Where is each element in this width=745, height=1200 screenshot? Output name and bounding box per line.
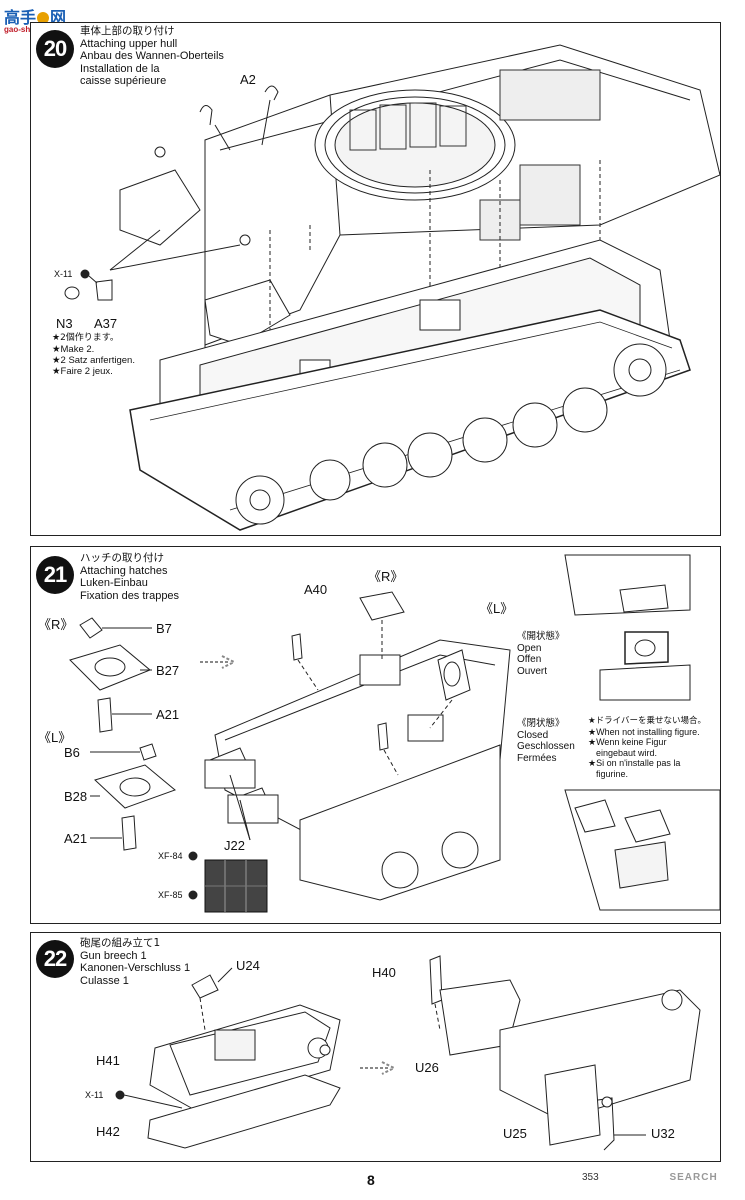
label-a2: A2 [240, 72, 256, 87]
open-fr: Ouvert [517, 665, 548, 677]
note-line-jp: ★2個作ります。 [52, 333, 119, 343]
step-21-title: ハッチの取り付け Attaching hatches Luken-Einbau … [80, 552, 179, 602]
label-h40: H40 [372, 965, 396, 980]
closed-note-de2: eingebaut wird. [596, 747, 658, 758]
closed-note-fr1: ★Si on n'installe pas la [588, 758, 681, 768]
label-l-mid: 《L》 [480, 601, 514, 616]
closed-state-note: ★ドライバーを乗せない場合。 ★When not installing figu… [588, 716, 706, 779]
logo-ball-icon [37, 12, 50, 24]
step-22-title-en: Gun breech 1 [80, 949, 147, 962]
note-line-de: ★2 Satz anfertigen. [52, 355, 135, 366]
step-20-title: 車体上部の取り付け Attaching upper hull Anbau des… [80, 25, 224, 88]
step-22-title: 砲尾の組み立て1 Gun breech 1 Kanonen-Verschluss… [80, 937, 190, 987]
footer-code: 353 SEARCH [582, 1172, 718, 1183]
open-state-legend: 《開状態》 Open Offen Ouvert [517, 631, 565, 677]
label-b27: B27 [156, 663, 180, 678]
step-20-title-de: Anbau des Wannen-Oberteils [80, 50, 224, 62]
label-h41: H41 [96, 1053, 120, 1068]
step-20-number: 20 [36, 30, 74, 68]
label-u26: U26 [415, 1060, 439, 1075]
label-x11-step22: X-11 [85, 1090, 104, 1100]
step-20-title-jp: 車体上部の取り付け [80, 25, 175, 37]
closed-de: Geschlossen [517, 741, 575, 752]
closed-state-legend: 《閉状態》 Closed Geschlossen Fermées [517, 718, 575, 764]
closed-fr: Fermées [517, 752, 557, 764]
page-number: 8 [367, 1172, 375, 1188]
step-21-title-jp: ハッチの取り付け [80, 552, 164, 564]
label-x11-step20: X-11 [54, 269, 73, 279]
step-20-title-fr1: Installation de la [80, 62, 160, 75]
note-line-fr: ★Faire 2 jeux. [52, 366, 113, 377]
open-jp: 《開状態》 [517, 631, 565, 642]
logo-chars: 高手 [4, 8, 37, 27]
step-21-title-de: Luken-Einbau [80, 577, 148, 589]
label-n3: N3 [56, 316, 73, 331]
label-r-mid: 《R》 [368, 569, 404, 584]
open-en: Open [517, 642, 542, 654]
label-u32: U32 [651, 1126, 675, 1141]
label-a21-l: A21 [64, 831, 88, 846]
closed-en: Closed [517, 729, 549, 741]
label-b7: B7 [156, 621, 172, 636]
step-22-title-de: Kanonen-Verschluss 1 [80, 962, 191, 974]
label-a37: A37 [94, 316, 118, 331]
step-22-number: 22 [36, 940, 74, 978]
step-22-title-fr: Culasse 1 [80, 974, 129, 987]
label-b6: B6 [64, 745, 80, 760]
step-20-title-fr2: caisse supérieure [80, 75, 167, 87]
label-xf85: XF-85 [158, 890, 183, 900]
label-u25: U25 [503, 1126, 527, 1141]
label-a40: A40 [304, 582, 328, 597]
label-j22: J22 [224, 838, 245, 853]
label-r-left: 《R》 [38, 617, 74, 632]
closed-note-jp: ★ドライバーを乗せない場合。 [588, 716, 706, 726]
step-21-number: 21 [36, 556, 74, 594]
step-22-title-jp: 砲尾の組み立て1 [80, 937, 161, 949]
closed-note-de1: ★Wenn keine Figur [588, 737, 667, 747]
footer-search-text: SEARCH [669, 1172, 718, 1183]
step-20-make-two-note: ★2個作ります。 ★Make 2. ★2 Satz anfertigen. ★F… [52, 333, 135, 377]
label-l-left: 《L》 [38, 730, 72, 745]
step-21-title-fr: Fixation des trappes [80, 589, 180, 602]
closed-jp: 《閉状態》 [517, 718, 565, 729]
label-h42: H42 [96, 1124, 120, 1139]
label-b28: B28 [64, 789, 88, 804]
footer-item-code: 353 [582, 1172, 599, 1183]
open-de: Offen [517, 654, 542, 665]
label-a21-r: A21 [156, 707, 180, 722]
label-u24: U24 [236, 958, 260, 973]
label-xf84: XF-84 [158, 851, 183, 861]
closed-note-en: ★When not installing figure. [588, 726, 700, 737]
step-21-title-en: Attaching hatches [80, 564, 168, 577]
note-line-en: ★Make 2. [52, 344, 95, 355]
closed-note-fr2: figurine. [596, 768, 629, 779]
step-20-title-en: Attaching upper hull [80, 37, 178, 50]
